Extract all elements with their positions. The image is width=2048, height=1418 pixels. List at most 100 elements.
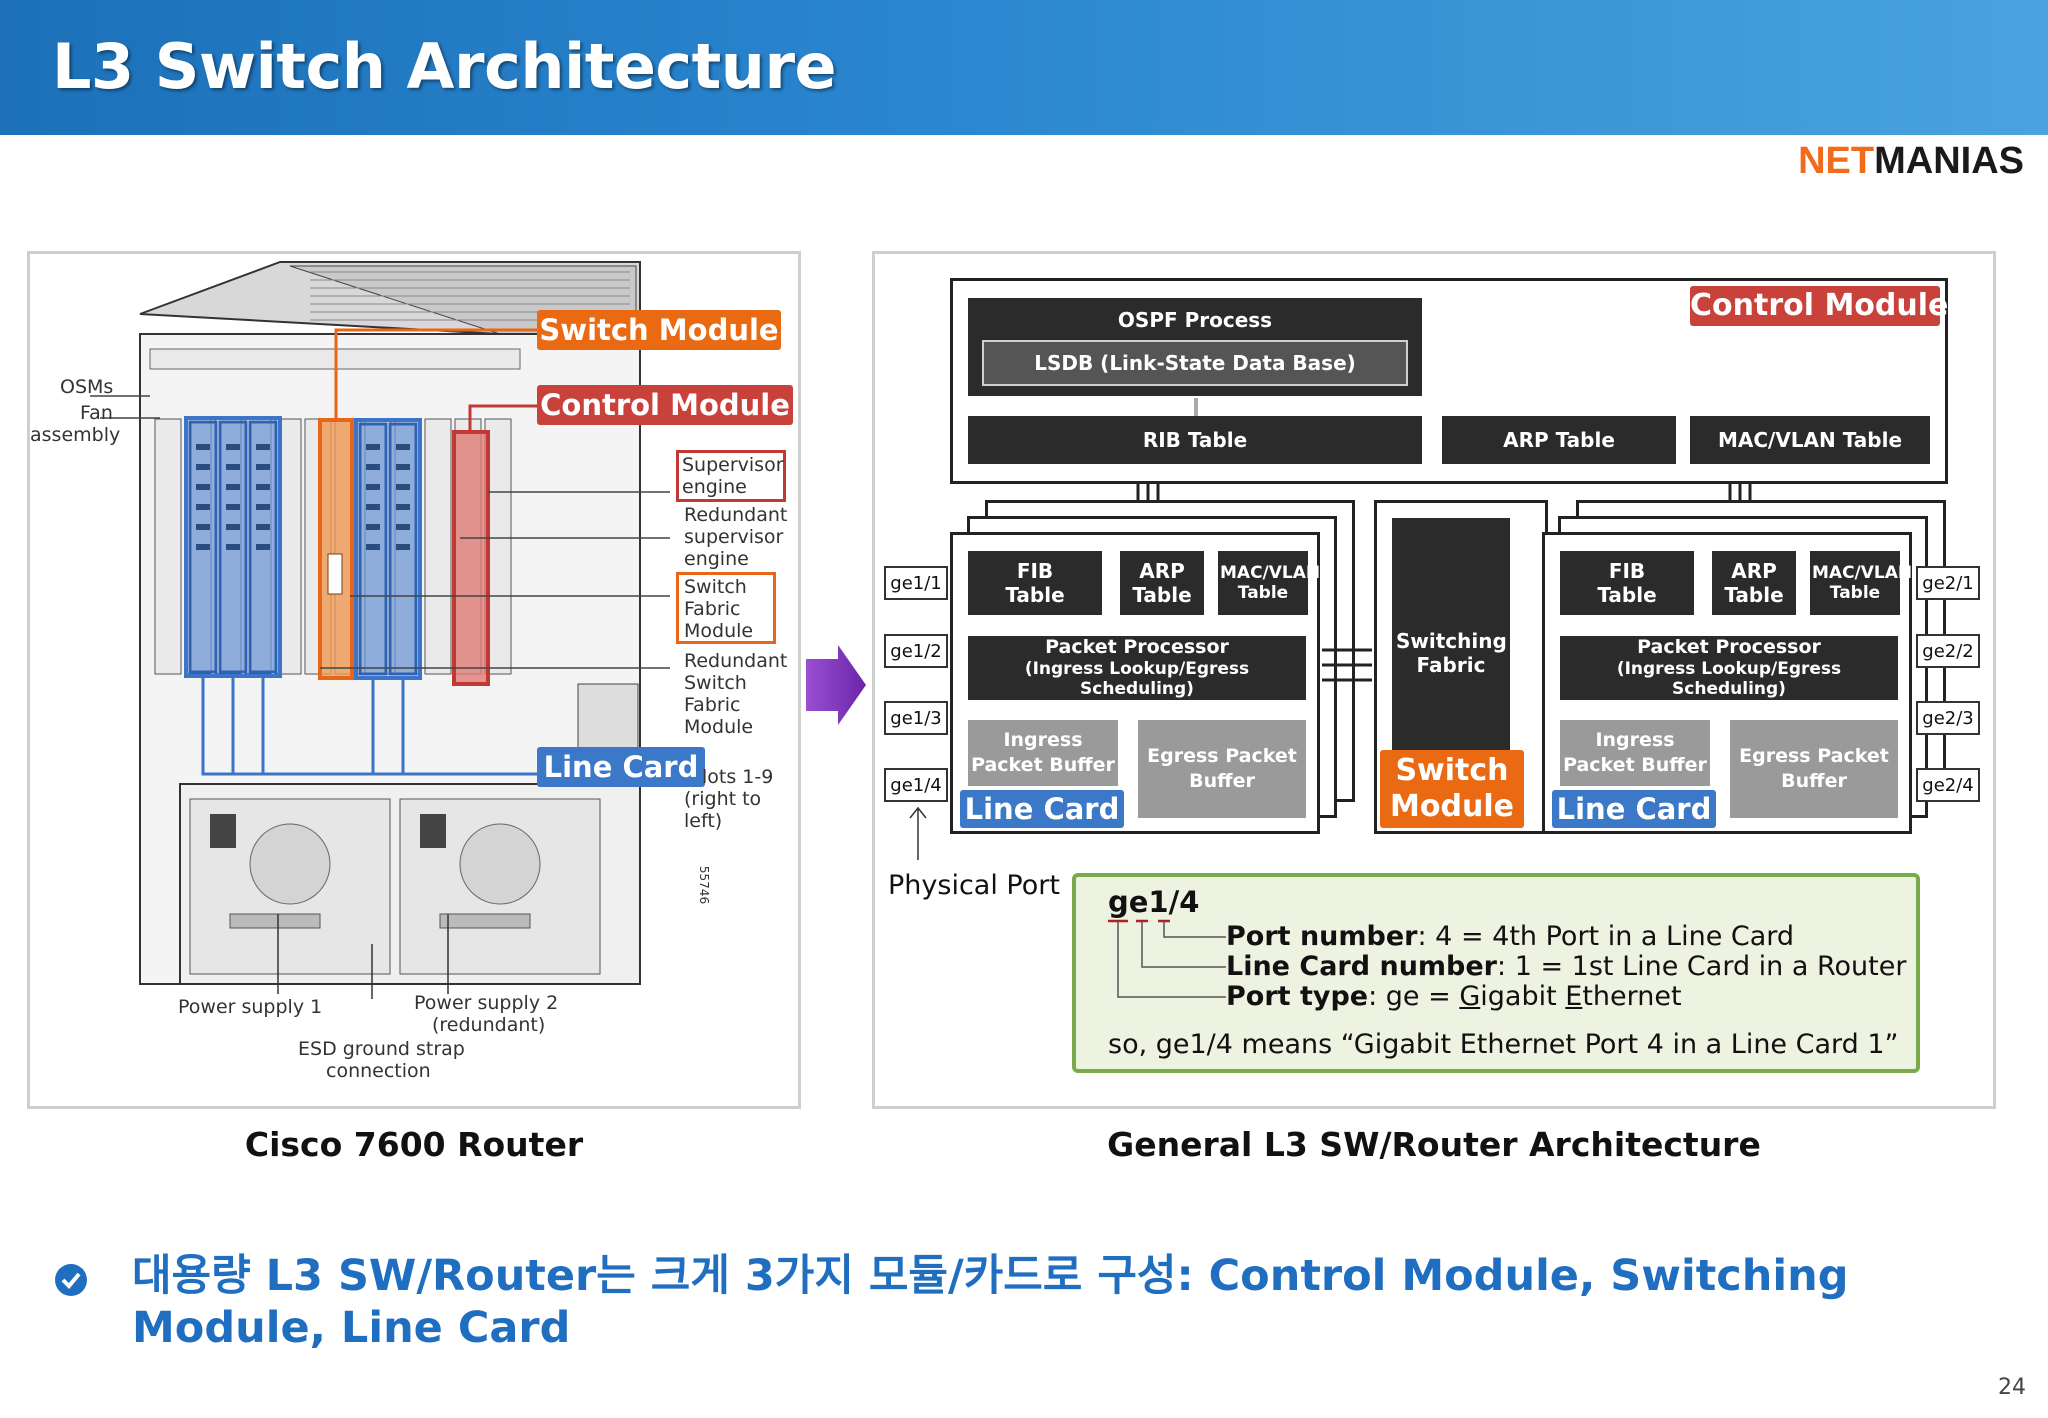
fan-label: Fan <box>80 402 113 424</box>
lc2-fib-table: FIB Table <box>1560 551 1694 615</box>
rsfm-label-2: Switch <box>684 672 747 694</box>
port-ge2-2: ge2/2 <box>1916 634 1980 668</box>
lc1-fib-table: FIB Table <box>968 551 1102 615</box>
port-ge1-3: ge1/3 <box>884 701 948 735</box>
lc2-egress-label: Egress Packet Buffer <box>1739 745 1889 792</box>
rsfm-label-1: Redundant <box>684 650 788 672</box>
cisco-7600-chassis-illustration <box>90 261 670 999</box>
control-mac-vlan-table-label: MAC/VLAN Table <box>1717 428 1903 452</box>
lc1-arp-table: ARP Table <box>1120 551 1204 615</box>
port-type-g: G <box>1459 981 1481 1012</box>
switch-module-tag: Switch Module <box>537 310 781 350</box>
check-circle-icon <box>55 1264 87 1296</box>
redundant-sup-label-3: engine <box>684 548 749 570</box>
netmanias-logo: NETMANIAS <box>1798 140 2024 183</box>
info-summary: so, ge1/4 means “Gigabit Ethernet Port 4… <box>1108 1029 1899 1060</box>
port-type-e: E <box>1565 981 1583 1012</box>
rsfm-label-3: Fabric <box>684 694 741 716</box>
lsdb-label: LSDB (Link-State Data Base) <box>1034 351 1356 375</box>
info-line-port-type: Port type: ge = Gigabit Ethernet <box>1226 981 1682 1012</box>
power-supply-2-redundant-label: (redundant) <box>432 1014 546 1036</box>
rib-table-label: RIB Table <box>1142 428 1248 452</box>
right-arrow-icon <box>806 645 866 725</box>
line-card-number-value: : 1 = 1st Line Card in a Router <box>1497 951 1907 982</box>
info-line-port-number: Port number: 4 = 4th Port in a Line Card <box>1226 921 1794 952</box>
port-naming-info-box: ge1/4 Port number: 4 = 4th Port in a Lin… <box>1072 873 1920 1073</box>
redundant-sup-label-2: supervisor <box>684 526 784 548</box>
lc1-ingress-label: Ingress Packet Buffer <box>971 729 1115 776</box>
control-module-tag-left: Control Module <box>537 385 793 425</box>
rsfm-label-4: Module <box>684 716 754 738</box>
ospf-rib-connector <box>1194 398 1198 416</box>
lc1-arp-label: ARP Table <box>1132 559 1192 607</box>
control-mac-vlan-table-box: MAC/VLAN Table <box>1690 416 1930 464</box>
supervisor-label-1: Supervisor <box>682 454 784 476</box>
info-bracket-lines <box>1108 919 1226 998</box>
lc1-ingress-buffer: Ingress Packet Buffer <box>968 720 1118 786</box>
line-card-1-tag: Line Card <box>960 790 1124 828</box>
line-card-tag-left: Line Card <box>537 747 705 787</box>
slide-title: L3 Switch Architecture <box>52 30 837 103</box>
lc2-arp-label: ARP Table <box>1724 559 1784 607</box>
rib-table-box: RIB Table <box>968 416 1422 464</box>
cisco-router-panel: Switch Module Control Module Line Card O… <box>27 251 801 1109</box>
lc2-pp-title: Packet Processor <box>1637 636 1821 659</box>
control-arp-table-box: ARP Table <box>1442 416 1676 464</box>
bullet-summary-text: 대용량 L3 SW/Router는 크게 3가지 모듈/카드로 구성: Cont… <box>132 1251 1849 1353</box>
lc1-mac-vlan-table: MAC/VLAN Table <box>1218 551 1321 615</box>
port-type-value-a: : ge = <box>1368 981 1460 1012</box>
lc1-fib-label: FIB Table <box>1005 559 1065 607</box>
power-supply-2-label: Power supply 2 <box>414 992 559 1014</box>
sfm-label-2: Fabric <box>684 598 741 620</box>
port-type-key: Port type <box>1226 981 1369 1012</box>
switching-fabric-label: Switching Fabric <box>1396 629 1507 677</box>
port-ge1-1: ge1/1 <box>884 566 948 600</box>
slots-label-1: lots 1-9 <box>702 766 774 788</box>
supervisor-engine-box <box>676 450 786 502</box>
serial-number-label: 55746 <box>697 865 712 905</box>
supervisor-label-2: engine <box>682 476 747 498</box>
lc2-mac-label: MAC/VLAN Table <box>1812 562 1913 603</box>
port-ge2-4: ge2/4 <box>1916 768 1980 802</box>
lc1-pp-subtitle: (Ingress Lookup/Egress Scheduling) <box>1024 659 1250 700</box>
lc2-fib-label: FIB Table <box>1597 559 1657 607</box>
info-title: ge1/4 <box>1108 885 1200 919</box>
port-type-value-c: thernet <box>1582 981 1682 1012</box>
sfm-label-3: Module <box>684 620 754 642</box>
physical-port-arrow <box>909 806 927 860</box>
lc2-packet-processor: Packet Processor (Ingress Lookup/Egress … <box>1560 636 1898 700</box>
line-card-number-key: Line Card number <box>1226 951 1498 982</box>
osms-label: OSMs <box>60 376 114 398</box>
control-module-tag: Control Module <box>1690 286 1948 326</box>
lc2-pp-subtitle: (Ingress Lookup/Egress Scheduling) <box>1616 659 1842 700</box>
port-ge2-1: ge2/1 <box>1916 566 1980 600</box>
esd-strap-label-2: connection <box>326 1060 431 1082</box>
port-number-key: Port number <box>1226 921 1418 952</box>
title-bar: L3 Switch Architecture <box>0 0 2048 135</box>
left-panel-caption: Cisco 7600 Router <box>244 1125 584 1164</box>
logo-part-net: NET <box>1798 140 1875 182</box>
port-ge2-3: ge2/3 <box>1916 701 1980 735</box>
port-ge1-2: ge1/2 <box>884 634 948 668</box>
slots-label-2: (right to left) <box>684 788 762 832</box>
lc1-mac-label: MAC/VLAN Table <box>1220 562 1321 603</box>
lc2-ingress-buffer: Ingress Packet Buffer <box>1560 720 1710 786</box>
switching-fabric-box: Switching Fabric <box>1392 518 1510 788</box>
port-type-value-b: igabit <box>1480 981 1566 1012</box>
control-arp-table-label: ARP Table <box>1503 428 1615 452</box>
switch-module-tag-right: Switch Module <box>1380 750 1524 828</box>
fan-assembly-label: assembly <box>30 424 121 446</box>
lsdb-box: LSDB (Link-State Data Base) <box>982 340 1408 386</box>
redundant-sup-label-1: Redundant <box>684 504 788 526</box>
physical-port-label: Physical Port <box>888 870 1060 901</box>
switch-fabric-module-box <box>676 572 776 644</box>
right-panel-caption: General L3 SW/Router Architecture <box>1107 1125 1761 1164</box>
port-number-value: : 4 = 4th Port in a Line Card <box>1417 921 1795 952</box>
info-line-card-number: Line Card number: 1 = 1st Line Card in a… <box>1226 951 1906 982</box>
lc2-ingress-label: Ingress Packet Buffer <box>1563 729 1707 776</box>
line-card-2-tag: Line Card <box>1552 790 1716 828</box>
esd-strap-label-1: ESD ground strap <box>298 1038 465 1060</box>
lc2-mac-vlan-table: MAC/VLAN Table <box>1810 551 1913 615</box>
lc2-arp-table: ARP Table <box>1712 551 1796 615</box>
port-ge1-4: ge1/4 <box>884 768 948 802</box>
